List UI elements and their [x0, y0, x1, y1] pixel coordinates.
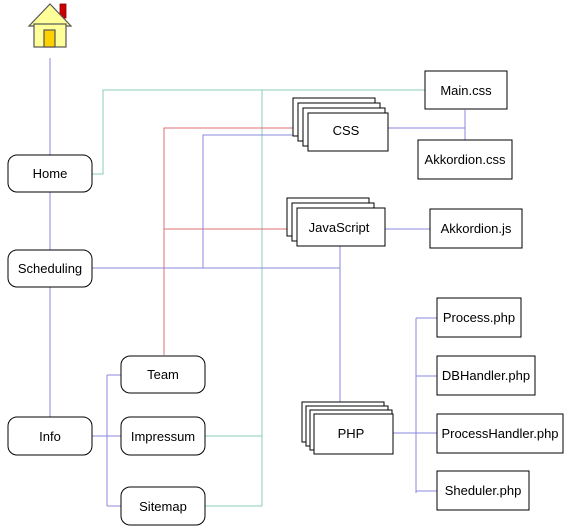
node-info[interactable]: Info	[7, 416, 93, 456]
node-impressum[interactable]: Impressum	[120, 416, 206, 456]
connector-home-main-css	[92, 89, 425, 175]
node-javascript[interactable]: JavaScript	[286, 197, 386, 247]
node-home[interactable]: Home	[7, 154, 93, 193]
node-team-label: Team	[147, 367, 179, 382]
node-home-label: Home	[33, 166, 68, 181]
file-main-css[interactable]: Main.css	[424, 70, 508, 110]
node-javascript-label: JavaScript	[309, 220, 370, 235]
file-akkordion-js-label: Akkordion.js	[441, 221, 512, 236]
node-sitemap-label: Sitemap	[139, 499, 187, 514]
file-processhandler-php[interactable]: ProcessHandler.php	[436, 413, 564, 454]
connector-lines	[49, 58, 466, 507]
node-css-label: CSS	[333, 123, 360, 138]
file-akkordion-css[interactable]: Akkordion.css	[417, 139, 513, 180]
connector-scheduling-css	[202, 134, 293, 268]
node-scheduling[interactable]: Scheduling	[7, 249, 93, 288]
house-door	[43, 29, 56, 48]
node-sitemap[interactable]: Sitemap	[120, 486, 206, 526]
file-main-css-label: Main.css	[440, 83, 492, 98]
file-akkordion-js[interactable]: Akkordion.js	[429, 208, 523, 249]
file-processhandler-php-label: ProcessHandler.php	[441, 426, 558, 441]
node-team[interactable]: Team	[120, 355, 206, 394]
file-sheduler-php-label: Sheduler.php	[445, 483, 522, 498]
home-icon[interactable]	[27, 3, 73, 48]
file-process-php-label: Process.php	[443, 310, 515, 325]
connector-team-css	[163, 127, 293, 355]
node-impressum-label: Impressum	[131, 429, 195, 444]
file-process-php[interactable]: Process.php	[436, 297, 522, 338]
file-sheduler-php[interactable]: Sheduler.php	[436, 470, 530, 511]
node-scheduling-label: Scheduling	[18, 261, 82, 276]
file-dbhandler-php[interactable]: DBHandler.php	[436, 355, 536, 396]
file-dbhandler-php-label: DBHandler.php	[442, 368, 530, 383]
node-css[interactable]: CSS	[292, 97, 389, 152]
file-akkordion-css-label: Akkordion.css	[425, 152, 506, 167]
node-php-label: PHP	[338, 426, 365, 441]
node-info-label: Info	[39, 429, 61, 444]
node-php[interactable]: PHP	[301, 401, 394, 455]
